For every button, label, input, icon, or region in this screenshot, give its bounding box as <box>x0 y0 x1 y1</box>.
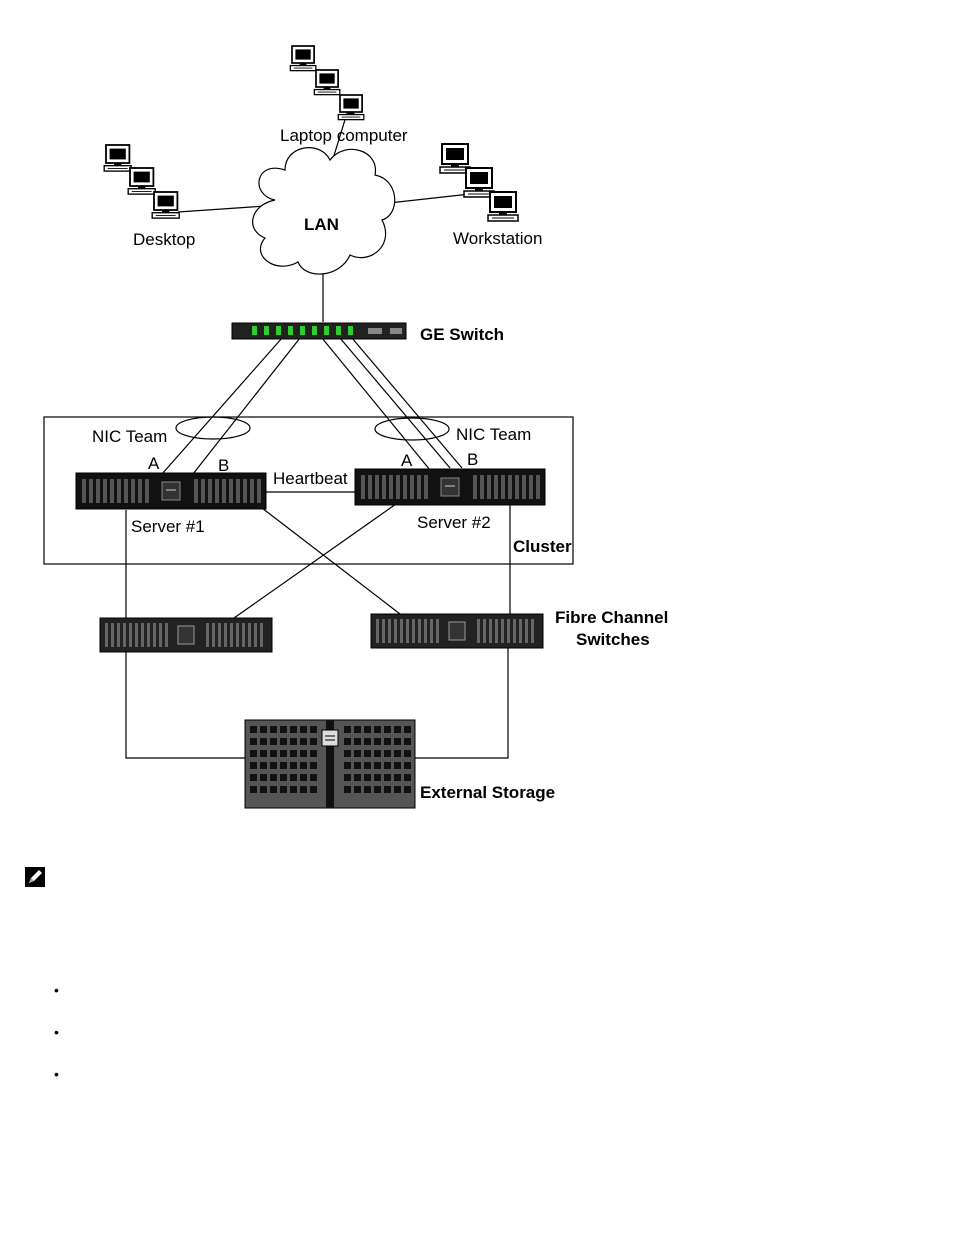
server-2-label: Server #2 <box>417 513 491 532</box>
nic-team-right-label: NIC Team <box>456 425 531 444</box>
external-storage-label: External Storage <box>420 783 555 802</box>
lan-label: LAN <box>304 215 339 234</box>
nic-team-left-label: NIC Team <box>92 427 167 446</box>
external-storage-icon <box>244 719 416 809</box>
pencil-note-icon <box>25 867 45 887</box>
server-1-label: Server #1 <box>131 517 205 536</box>
ge-switch-label: GE Switch <box>420 325 504 344</box>
cluster-label: Cluster <box>513 537 572 556</box>
fc-switch-right-icon <box>370 613 544 649</box>
laptop-label: Laptop computer <box>280 126 408 145</box>
desktop-label: Desktop <box>133 230 195 249</box>
workstation-label: Workstation <box>453 229 542 248</box>
port-b-left-label: B <box>218 456 229 475</box>
fc-label-line1: Fibre Channel <box>555 608 668 627</box>
laptop-computer-icon <box>289 45 365 121</box>
port-a-left-label: A <box>148 454 160 473</box>
port-a-right-label: A <box>401 451 413 470</box>
workstation-icon <box>439 143 519 222</box>
lan-cloud-icon <box>252 147 396 275</box>
fc-switch-left-icon <box>99 617 273 653</box>
cluster-boundary <box>43 416 574 565</box>
server-1-icon <box>75 472 267 510</box>
ge-switch-icon <box>231 322 407 340</box>
fc-label-line2: Switches <box>576 630 650 649</box>
server-2-icon <box>354 468 546 506</box>
network-diagram: Laptop computer Desktop Workstation LAN … <box>43 45 668 809</box>
nic-team-left-ellipse <box>175 416 251 440</box>
bullet-marker <box>54 1028 62 1036</box>
bullet-marker <box>54 1070 62 1078</box>
bullet-marker <box>54 986 62 994</box>
connection-lines <box>125 109 511 759</box>
heartbeat-label: Heartbeat <box>273 469 348 488</box>
port-b-right-label: B <box>467 450 478 469</box>
desktop-computer-icon <box>103 144 181 220</box>
nic-team-right-ellipse <box>374 417 450 441</box>
